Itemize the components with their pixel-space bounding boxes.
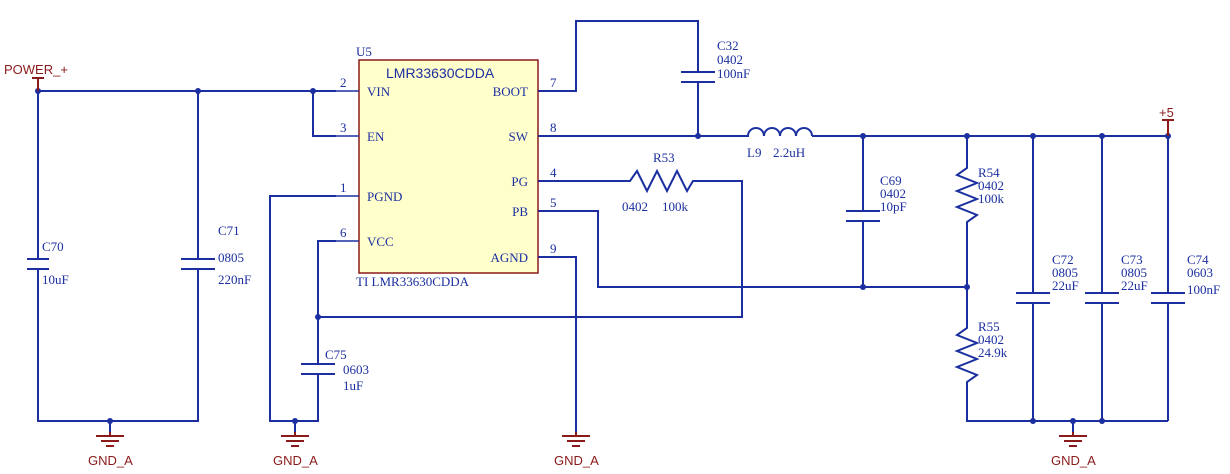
r55-ref: R55 bbox=[978, 319, 1000, 334]
r53-ref: R53 bbox=[653, 150, 675, 165]
c75-ref: C75 bbox=[325, 347, 347, 362]
capacitor-c75: C75 0603 1uF bbox=[301, 347, 369, 393]
pin-number-pg: 4 bbox=[550, 165, 557, 180]
c69-package: 0402 bbox=[880, 186, 906, 201]
l9-value: 2.2uH bbox=[773, 145, 805, 160]
c32-package: 0402 bbox=[717, 52, 743, 67]
c70-value: 10uF bbox=[42, 272, 69, 287]
ground-label-2: GND_A bbox=[273, 453, 318, 468]
c71-value: 220nF bbox=[218, 272, 251, 287]
c73-package: 0805 bbox=[1121, 265, 1147, 280]
pin-number-vin: 2 bbox=[340, 75, 347, 90]
power-in-label: POWER_+ bbox=[4, 62, 68, 77]
c69-value: 10pF bbox=[880, 199, 907, 214]
power-out-label: +5 bbox=[1159, 105, 1174, 120]
c71-ref: C71 bbox=[218, 223, 240, 238]
ground-symbol-3: GND_A bbox=[554, 432, 599, 468]
ic-ref: U5 bbox=[356, 44, 372, 59]
pin-name-pgnd: PGND bbox=[367, 189, 402, 204]
capacitor-c74: C74 0603 100nF bbox=[1151, 252, 1220, 310]
c74-package: 0603 bbox=[1187, 265, 1213, 280]
ic-part: LMR33630CDDA bbox=[386, 65, 495, 81]
resistor-r55: R55 0402 24.9k bbox=[954, 319, 1008, 390]
c71-package: 0805 bbox=[218, 250, 244, 265]
r55-package: 0402 bbox=[978, 332, 1004, 347]
c70-ref: C70 bbox=[42, 239, 64, 254]
power-out-port: +5 bbox=[1159, 105, 1174, 136]
c72-ref: C72 bbox=[1052, 252, 1074, 267]
pin-name-boot: BOOT bbox=[493, 84, 528, 99]
r54-package: 0402 bbox=[978, 178, 1004, 193]
c32-ref: C32 bbox=[717, 38, 739, 53]
pin-name-agnd: AGND bbox=[490, 250, 528, 265]
ground-label-4: GND_A bbox=[1051, 453, 1096, 468]
r54-ref: R54 bbox=[978, 165, 1000, 180]
pin-number-en: 3 bbox=[340, 120, 347, 135]
ground-symbol-1: GND_A bbox=[88, 432, 133, 468]
r54-value: 100k bbox=[978, 191, 1005, 206]
c75-value: 1uF bbox=[343, 378, 363, 393]
r55-value: 24.9k bbox=[978, 345, 1008, 360]
junctions bbox=[35, 88, 1171, 424]
inductor-l9: L9 2.2uH bbox=[742, 127, 813, 160]
capacitor-c71: C71 0805 220nF bbox=[181, 223, 251, 287]
ground-label-1: GND_A bbox=[88, 453, 133, 468]
c73-value: 22uF bbox=[1121, 278, 1148, 293]
c74-value: 100nF bbox=[1187, 282, 1220, 297]
capacitor-c70: C70 10uF bbox=[27, 239, 69, 287]
c72-package: 0805 bbox=[1052, 265, 1078, 280]
pin-name-pb: PB bbox=[512, 204, 528, 219]
ic-u5: U5 LMR33630CDDA TI LMR33630CDDA 2 3 1 6 … bbox=[336, 44, 561, 289]
capacitor-c73: C73 0805 22uF bbox=[1085, 252, 1148, 310]
pin-number-vcc: 6 bbox=[340, 225, 347, 240]
c69-ref: C69 bbox=[880, 173, 902, 188]
c74-ref: C74 bbox=[1187, 252, 1209, 267]
resistor-r54: R54 0402 100k bbox=[954, 160, 1005, 230]
c75-package: 0603 bbox=[343, 362, 369, 377]
pin-name-pg: PG bbox=[511, 174, 528, 189]
c73-ref: C73 bbox=[1121, 252, 1143, 267]
pin-name-sw: SW bbox=[509, 129, 529, 144]
pin-name-en: EN bbox=[367, 129, 385, 144]
pin-number-pgnd: 1 bbox=[340, 180, 347, 195]
pin-number-pb: 5 bbox=[550, 195, 557, 210]
ground-label-3: GND_A bbox=[554, 453, 599, 468]
capacitor-c32: C32 0402 100nF bbox=[681, 38, 750, 88]
pin-name-vin: VIN bbox=[367, 84, 391, 99]
r53-package: 0402 bbox=[622, 199, 648, 214]
ground-symbol-4: GND_A bbox=[1051, 432, 1096, 468]
power-in-port: POWER_+ bbox=[4, 62, 68, 91]
pin-number-boot: 7 bbox=[550, 75, 557, 90]
c72-value: 22uF bbox=[1052, 278, 1079, 293]
resistor-r53: R53 0402 100k bbox=[615, 150, 700, 214]
pin-number-sw: 8 bbox=[550, 120, 557, 135]
l9-ref: L9 bbox=[747, 145, 761, 160]
wires bbox=[37, 20, 1169, 432]
capacitor-c69: C69 0402 10pF bbox=[846, 173, 907, 228]
ic-footer: TI LMR33630CDDA bbox=[356, 274, 470, 289]
pin-number-agnd: 9 bbox=[550, 241, 557, 256]
capacitor-c72: C72 0805 22uF bbox=[1016, 252, 1079, 310]
r53-value: 100k bbox=[662, 199, 689, 214]
ground-symbol-2: GND_A bbox=[273, 432, 318, 468]
c32-value: 100nF bbox=[717, 66, 750, 81]
pin-name-vcc: VCC bbox=[367, 234, 394, 249]
